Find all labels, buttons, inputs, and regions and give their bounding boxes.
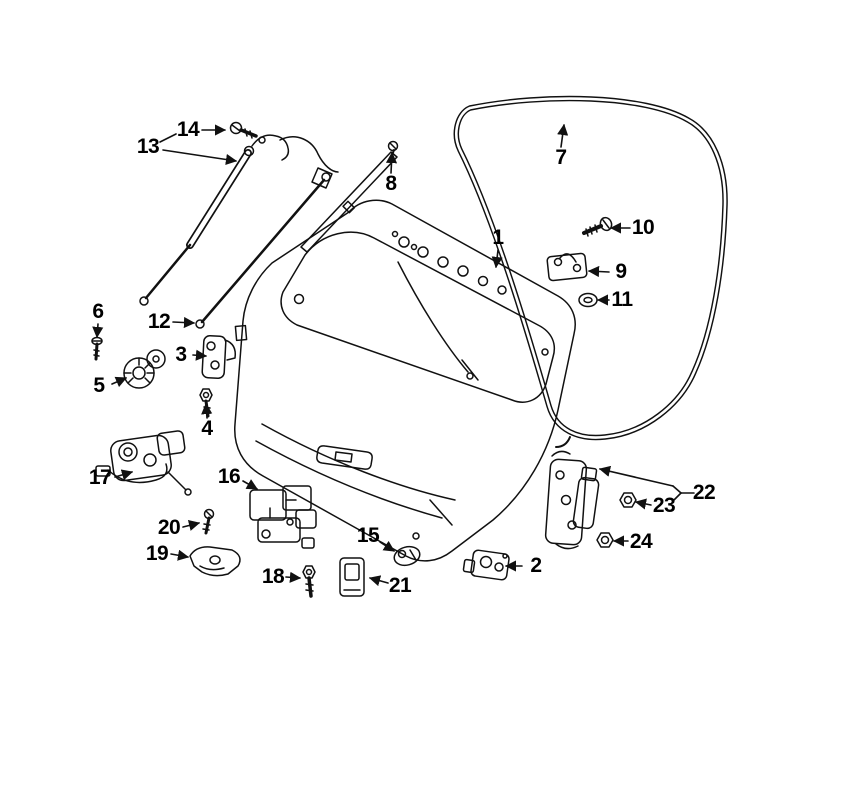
callout-17: 17 — [88, 466, 112, 489]
part-17-latch — [95, 430, 192, 496]
callout-7: 7 — [555, 146, 567, 169]
part-12-support-rod — [195, 167, 333, 329]
part-7-weatherstrip — [453, 95, 728, 448]
part-14-bolt — [229, 121, 258, 139]
callout-18: 18 — [261, 565, 285, 588]
part-8-molding — [300, 140, 399, 253]
part-19-striker — [189, 546, 241, 577]
part-23-nut — [619, 492, 637, 508]
part-15-clip — [393, 545, 421, 567]
callout-23: 23 — [652, 494, 676, 517]
callout-9: 9 — [615, 260, 627, 283]
part-6-screw — [91, 336, 103, 361]
part-10-bolt — [582, 216, 613, 237]
strut-upper-mount — [251, 134, 339, 173]
part-11-grommet — [578, 292, 598, 308]
callout-13: 13 — [136, 135, 160, 158]
part-3-hinge — [201, 335, 237, 379]
callout-1: 1 — [492, 226, 504, 249]
part-22-hinge-assembly — [544, 450, 600, 550]
part-16-actuator — [249, 485, 317, 549]
callout-16: 16 — [217, 465, 241, 488]
callout-11: 11 — [611, 288, 633, 311]
callout-3: 3 — [175, 343, 187, 366]
leader-lines — [92, 123, 695, 587]
callout-14: 14 — [176, 118, 200, 141]
callout-10: 10 — [631, 216, 655, 239]
callout-19: 19 — [145, 542, 169, 565]
part-13-gas-strut — [139, 145, 255, 306]
callout-15: 15 — [356, 524, 380, 547]
callout-5: 5 — [93, 374, 105, 397]
part-2-camera — [462, 549, 510, 581]
callout-22: 22 — [692, 481, 716, 504]
callout-2: 2 — [530, 554, 542, 577]
callout-12: 12 — [147, 310, 171, 333]
callout-21: 21 — [388, 574, 412, 597]
callout-6: 6 — [92, 300, 104, 323]
part-9-striker — [546, 252, 588, 282]
part-5-grommet — [123, 349, 166, 389]
callout-24: 24 — [629, 530, 653, 553]
callout-8: 8 — [385, 172, 397, 195]
part-18-bolt — [302, 565, 316, 598]
part-21-bracket — [339, 557, 365, 597]
part-20-screw — [202, 508, 215, 535]
callout-20: 20 — [157, 516, 181, 539]
part-1-liftgate-panel — [234, 199, 576, 562]
part-24-nut — [596, 532, 614, 548]
callout-4: 4 — [201, 417, 213, 440]
